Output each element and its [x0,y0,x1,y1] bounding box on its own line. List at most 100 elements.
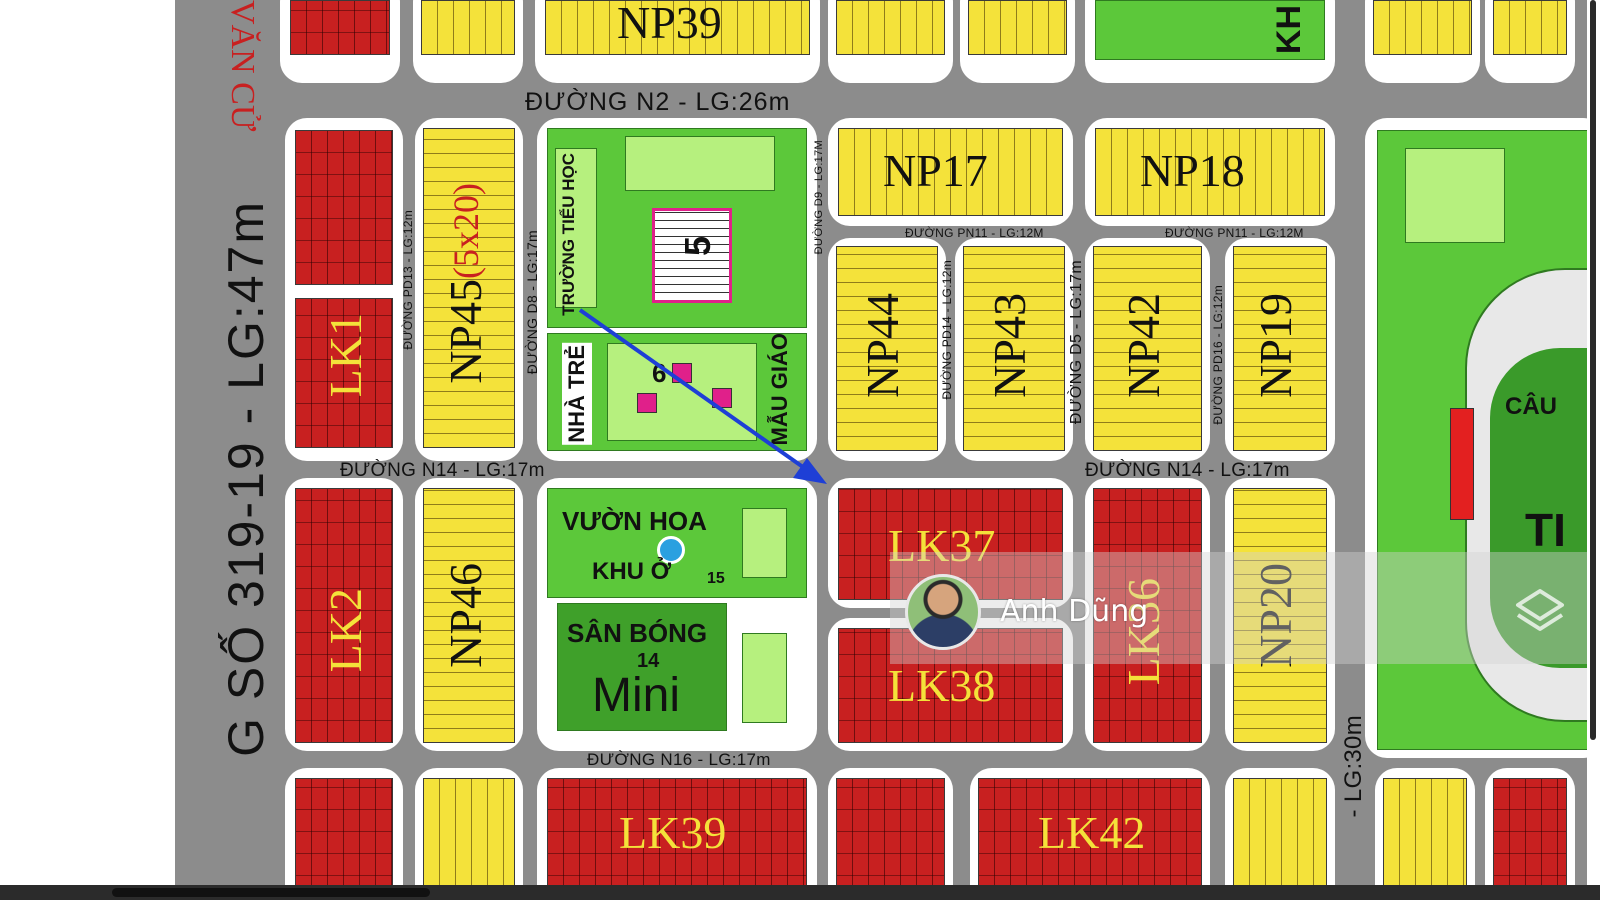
road-label-n14-left: ĐƯỜNG N14 - LG:17m [340,460,545,481]
block-np-bottom-a [415,768,523,885]
lot-area [978,778,1202,885]
lot-area [295,778,393,885]
lot-label-np17: NP17 [883,145,988,196]
lot-area [836,778,945,885]
lot-label-np18: NP18 [1140,145,1245,196]
green-area [1095,0,1325,60]
stacked-layers-logo-icon [1516,589,1564,631]
block-np46: NP46 [415,478,523,751]
block-lk42: LK42 [970,768,1210,885]
block-np42: NP42 [1085,238,1210,461]
lot-area [836,0,945,55]
facility-label-field-b: Mini [592,669,681,722]
school-building [555,148,597,308]
facility-label-garden-b: KHU Ở [592,558,672,585]
garden-court [742,508,787,578]
lot-area [295,130,393,285]
block-np-top-a [413,0,523,83]
facility-label-garden-a: VƯỜN HOA [562,506,707,536]
lot-label-np39: NP39 [617,0,722,48]
garden-fountain [657,536,685,564]
football-field [557,603,727,731]
block-np-top-e [1485,0,1575,83]
lot-area [295,298,393,448]
lot-area [423,778,515,885]
author-name: Anh Dũng [1000,594,1149,629]
block-np17: NP17 [828,118,1073,226]
lot-area [1233,246,1327,451]
lot-area [1095,128,1325,216]
block-np45: NP45(5x20) [415,118,523,461]
sports-courts [1405,148,1505,243]
lot-area [1373,0,1472,55]
lot-area [968,0,1067,55]
block-park: VƯỜN HOA KHU Ở 15 SÂN BÓNG 14 Mini [537,478,817,751]
block-school: TRƯỜNG TIỂU HỌC 5 NHÀ TRẺ MẪU GIÁO 6 [537,118,817,461]
block-lk-top-left [280,0,400,83]
road-label-pn11-b: ĐƯỜNG PN11 - LG:12M [1165,226,1304,240]
block-stadium: CÂU TI [1365,118,1587,758]
block-np-top-b [828,0,953,83]
block-np-bottom-c [1375,768,1475,885]
block-np-bottom-b [1225,768,1335,885]
facility-number-field: 14 [637,650,660,672]
side-courts [742,633,787,723]
school-yard [625,136,775,191]
block-np44: NP44 [828,238,946,461]
lot-label-lk42: LK42 [1038,807,1146,858]
block-lk38: LK38 [828,618,1073,751]
road-label-n2: ĐƯỜNG N2 - LG:26m [525,88,791,116]
stadium-stand [1450,408,1474,520]
block-np39: NP39 [535,0,820,83]
lot-area [1233,778,1327,885]
kindergarten-yard [607,343,757,441]
lot-area [545,0,810,55]
lot-area [1093,488,1202,743]
lot-area [838,128,1063,216]
lot-label-lk38: LK38 [888,660,996,711]
lot-area [838,488,1063,600]
vertical-scrollbar[interactable] [1587,0,1600,885]
watermark-overlay [890,552,1600,664]
horizontal-scrollbar[interactable] [0,885,1600,900]
lot-area [963,246,1065,451]
lot-area [423,488,515,743]
facility-number-garden: 15 [707,570,725,587]
horizontal-scroll-thumb[interactable] [112,888,430,897]
road-label-corner: VĂN CỬ [224,0,261,132]
road-label-pn11-a: ĐƯỜNG PN11 - LG:12M [905,226,1044,240]
facility-label-stadium-b: TI [1525,504,1566,556]
block-lk-bottom-b [828,768,953,885]
road-label-n16: ĐƯỜNG N16 - LG:17m [587,750,771,769]
facility-label-stadium: CÂU [1505,393,1557,420]
lot-area [1383,778,1467,885]
block-lk2: LK2 [285,478,403,751]
vertical-scroll-thumb[interactable] [1590,0,1596,740]
kindergarten-building [712,388,732,408]
block-kh-top: KH [1085,0,1335,83]
kindergarten-building [637,393,657,413]
lot-area [1093,246,1202,451]
user-avatar[interactable] [905,574,981,650]
lot-area [423,128,515,448]
block-np18: NP18 [1085,118,1335,226]
block-lk1: LK1 [285,118,403,461]
block-np-top-d [1365,0,1480,83]
block-np-top-c [960,0,1075,83]
lot-area [421,0,515,55]
lot-area [290,0,390,55]
road-label-n14-right: ĐƯỜNG N14 - LG:17m [1085,460,1290,481]
lot-area [836,246,938,451]
lot-label-lk37: LK37 [888,520,996,571]
block-np43: NP43 [955,238,1073,461]
lot-area [1233,488,1327,743]
school-main-building [652,208,732,303]
block-np20: NP20 [1225,478,1335,751]
lot-area [547,778,807,885]
block-lk-bottom-left [285,768,403,885]
planning-map[interactable]: NP39 KH ĐƯỜNG N2 - LG:26m LK1 NP45(5x20)… [175,0,1587,885]
lot-area [1493,778,1567,885]
lot-area [295,488,393,743]
stadium-field [1490,348,1587,668]
lot-area [1493,0,1567,55]
